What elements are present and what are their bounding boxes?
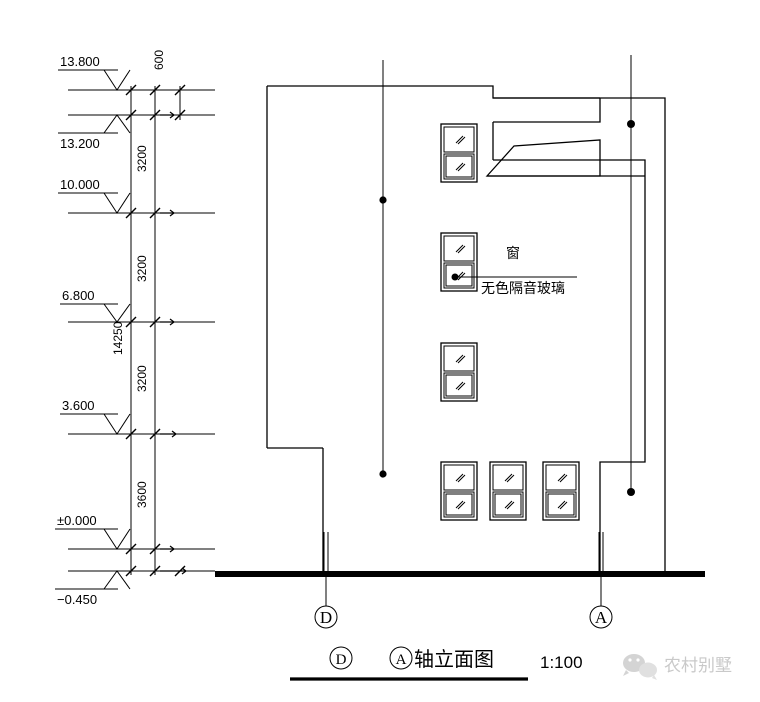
dimension-chain: 600 3200 3200 3200 3600 14250: [111, 50, 187, 577]
axis-bubble-D-label: D: [320, 608, 332, 627]
window-group: [440, 123, 580, 521]
dimension-14250-total: 14250: [111, 321, 125, 355]
dimension-3200-low: 3200: [135, 365, 149, 392]
window-unit: [440, 461, 478, 521]
wechat-icon: [623, 654, 657, 680]
window-unit: [440, 342, 478, 402]
level-marker-0000: ±0.000: [55, 513, 215, 550]
window-unit: [440, 123, 478, 183]
window-unit: [440, 232, 478, 292]
annotation-window-label: 窗: [506, 245, 520, 262]
axis-bubble-A: A: [589, 605, 613, 629]
level-marker-m450: −0.450: [55, 570, 215, 607]
window-annotation: 窗 无色隔音玻璃: [455, 245, 577, 297]
dimension-3600: 3600: [135, 481, 149, 508]
level-label-10000: 10.000: [60, 177, 100, 192]
level-marker-10000: 10.000: [58, 177, 215, 214]
axis-D-node-lower: [379, 470, 387, 478]
axis-grid-lines: [323, 55, 635, 606]
level-label-0000: ±0.000: [57, 513, 97, 528]
window-unit: [542, 461, 580, 521]
level-label-13200: 13.200: [60, 136, 100, 151]
dimension-ticks: [125, 84, 186, 577]
axis-bubble-A-label: A: [595, 608, 608, 627]
level-label-13800: 13.800: [60, 54, 100, 69]
level-marker-6800: 6.800: [60, 288, 215, 323]
title-bubble-D: D: [329, 646, 353, 670]
level-marker-group: 13.800 13.200 10.000 6.800: [55, 54, 215, 607]
axis-bubble-D: D: [314, 605, 338, 629]
title-bubble-A: A: [389, 646, 413, 670]
axis-bubble-group: D A: [314, 605, 613, 629]
level-label-3600: 3.600: [62, 398, 95, 413]
title-block: D A 轴立面图 1:100: [290, 646, 583, 681]
dimension-3200-mid: 3200: [135, 255, 149, 282]
window-unit: [489, 461, 527, 521]
axis-A-node-lower: [627, 488, 635, 496]
level-marker-3600: 3.600: [60, 398, 215, 435]
level-label-6800: 6.800: [62, 288, 95, 303]
scale-text: 1:100: [540, 653, 583, 672]
title-bubble-D-label: D: [336, 652, 347, 668]
level-marker-13200: 13.200: [58, 114, 215, 151]
annotation-glass-label: 无色隔音玻璃: [481, 280, 565, 297]
axis-A-node-upper: [627, 120, 635, 128]
building-outline: [266, 85, 666, 574]
watermark: 农村别墅: [623, 654, 732, 680]
dimension-600: 600: [152, 50, 166, 70]
watermark-label: 农村别墅: [664, 656, 732, 676]
level-marker-13800: 13.800: [58, 54, 215, 91]
title-bubble-A-label: A: [396, 652, 407, 668]
dimension-3200-top: 3200: [135, 145, 149, 172]
level-label-m450: −0.450: [57, 592, 97, 607]
dimension-arrows: [160, 111, 187, 575]
axis-D-node-upper: [379, 196, 387, 204]
title-text: 轴立面图: [414, 647, 494, 671]
